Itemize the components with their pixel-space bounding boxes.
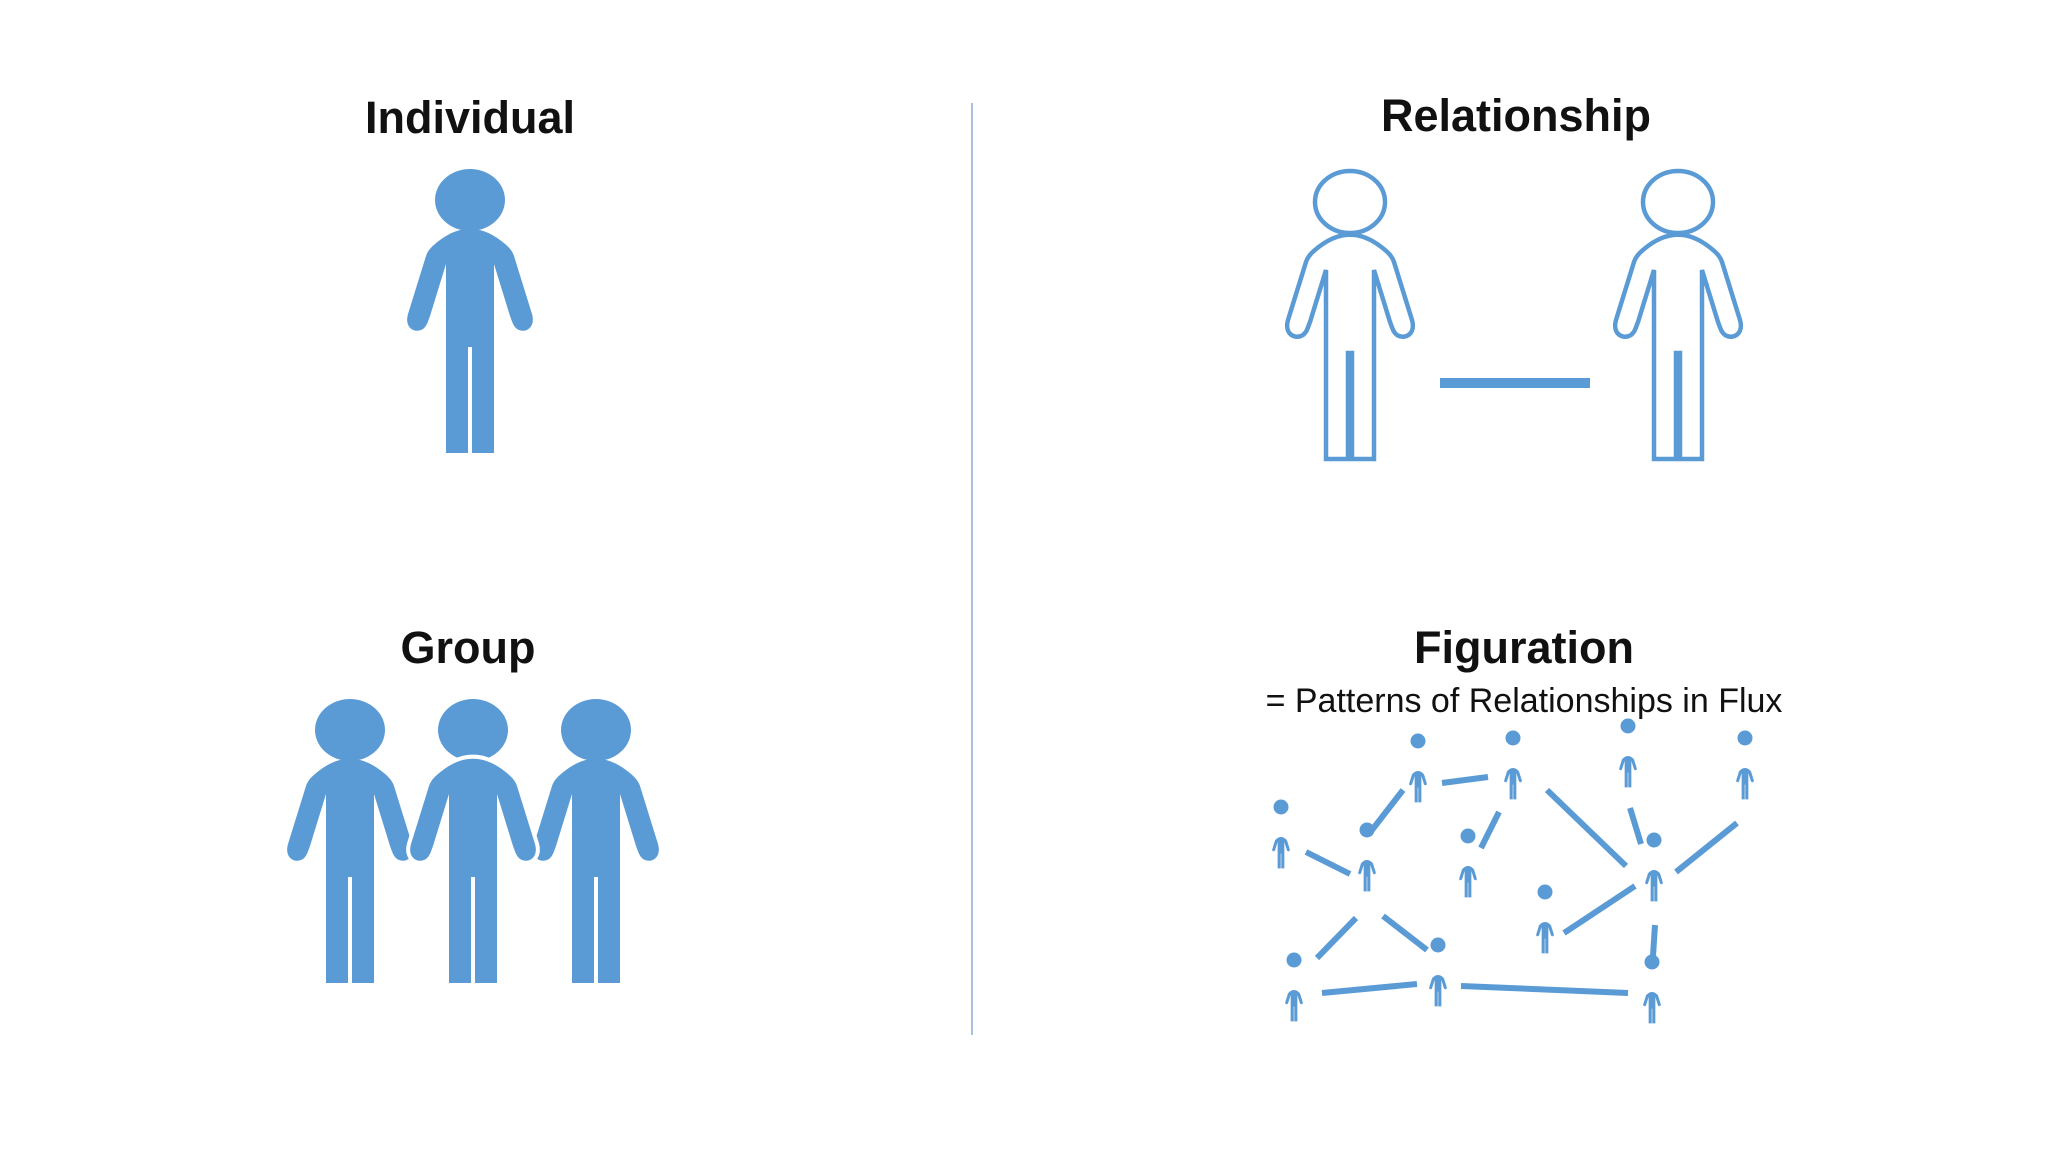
network-icon <box>1240 730 1800 1050</box>
relationship-link <box>1440 378 1590 388</box>
person-outline-icon <box>1250 168 1790 518</box>
figuration-title: Figuration <box>1414 622 1634 673</box>
group-icon <box>287 695 659 1039</box>
relationship-title: Relationship <box>1380 90 1652 141</box>
individual-title: Individual <box>364 92 575 143</box>
group-title: Group <box>400 622 536 673</box>
person-icon <box>407 169 533 453</box>
vertical-divider <box>971 103 973 1035</box>
figuration-subtitle: = Patterns of Relationships in Flux <box>1265 682 1783 720</box>
